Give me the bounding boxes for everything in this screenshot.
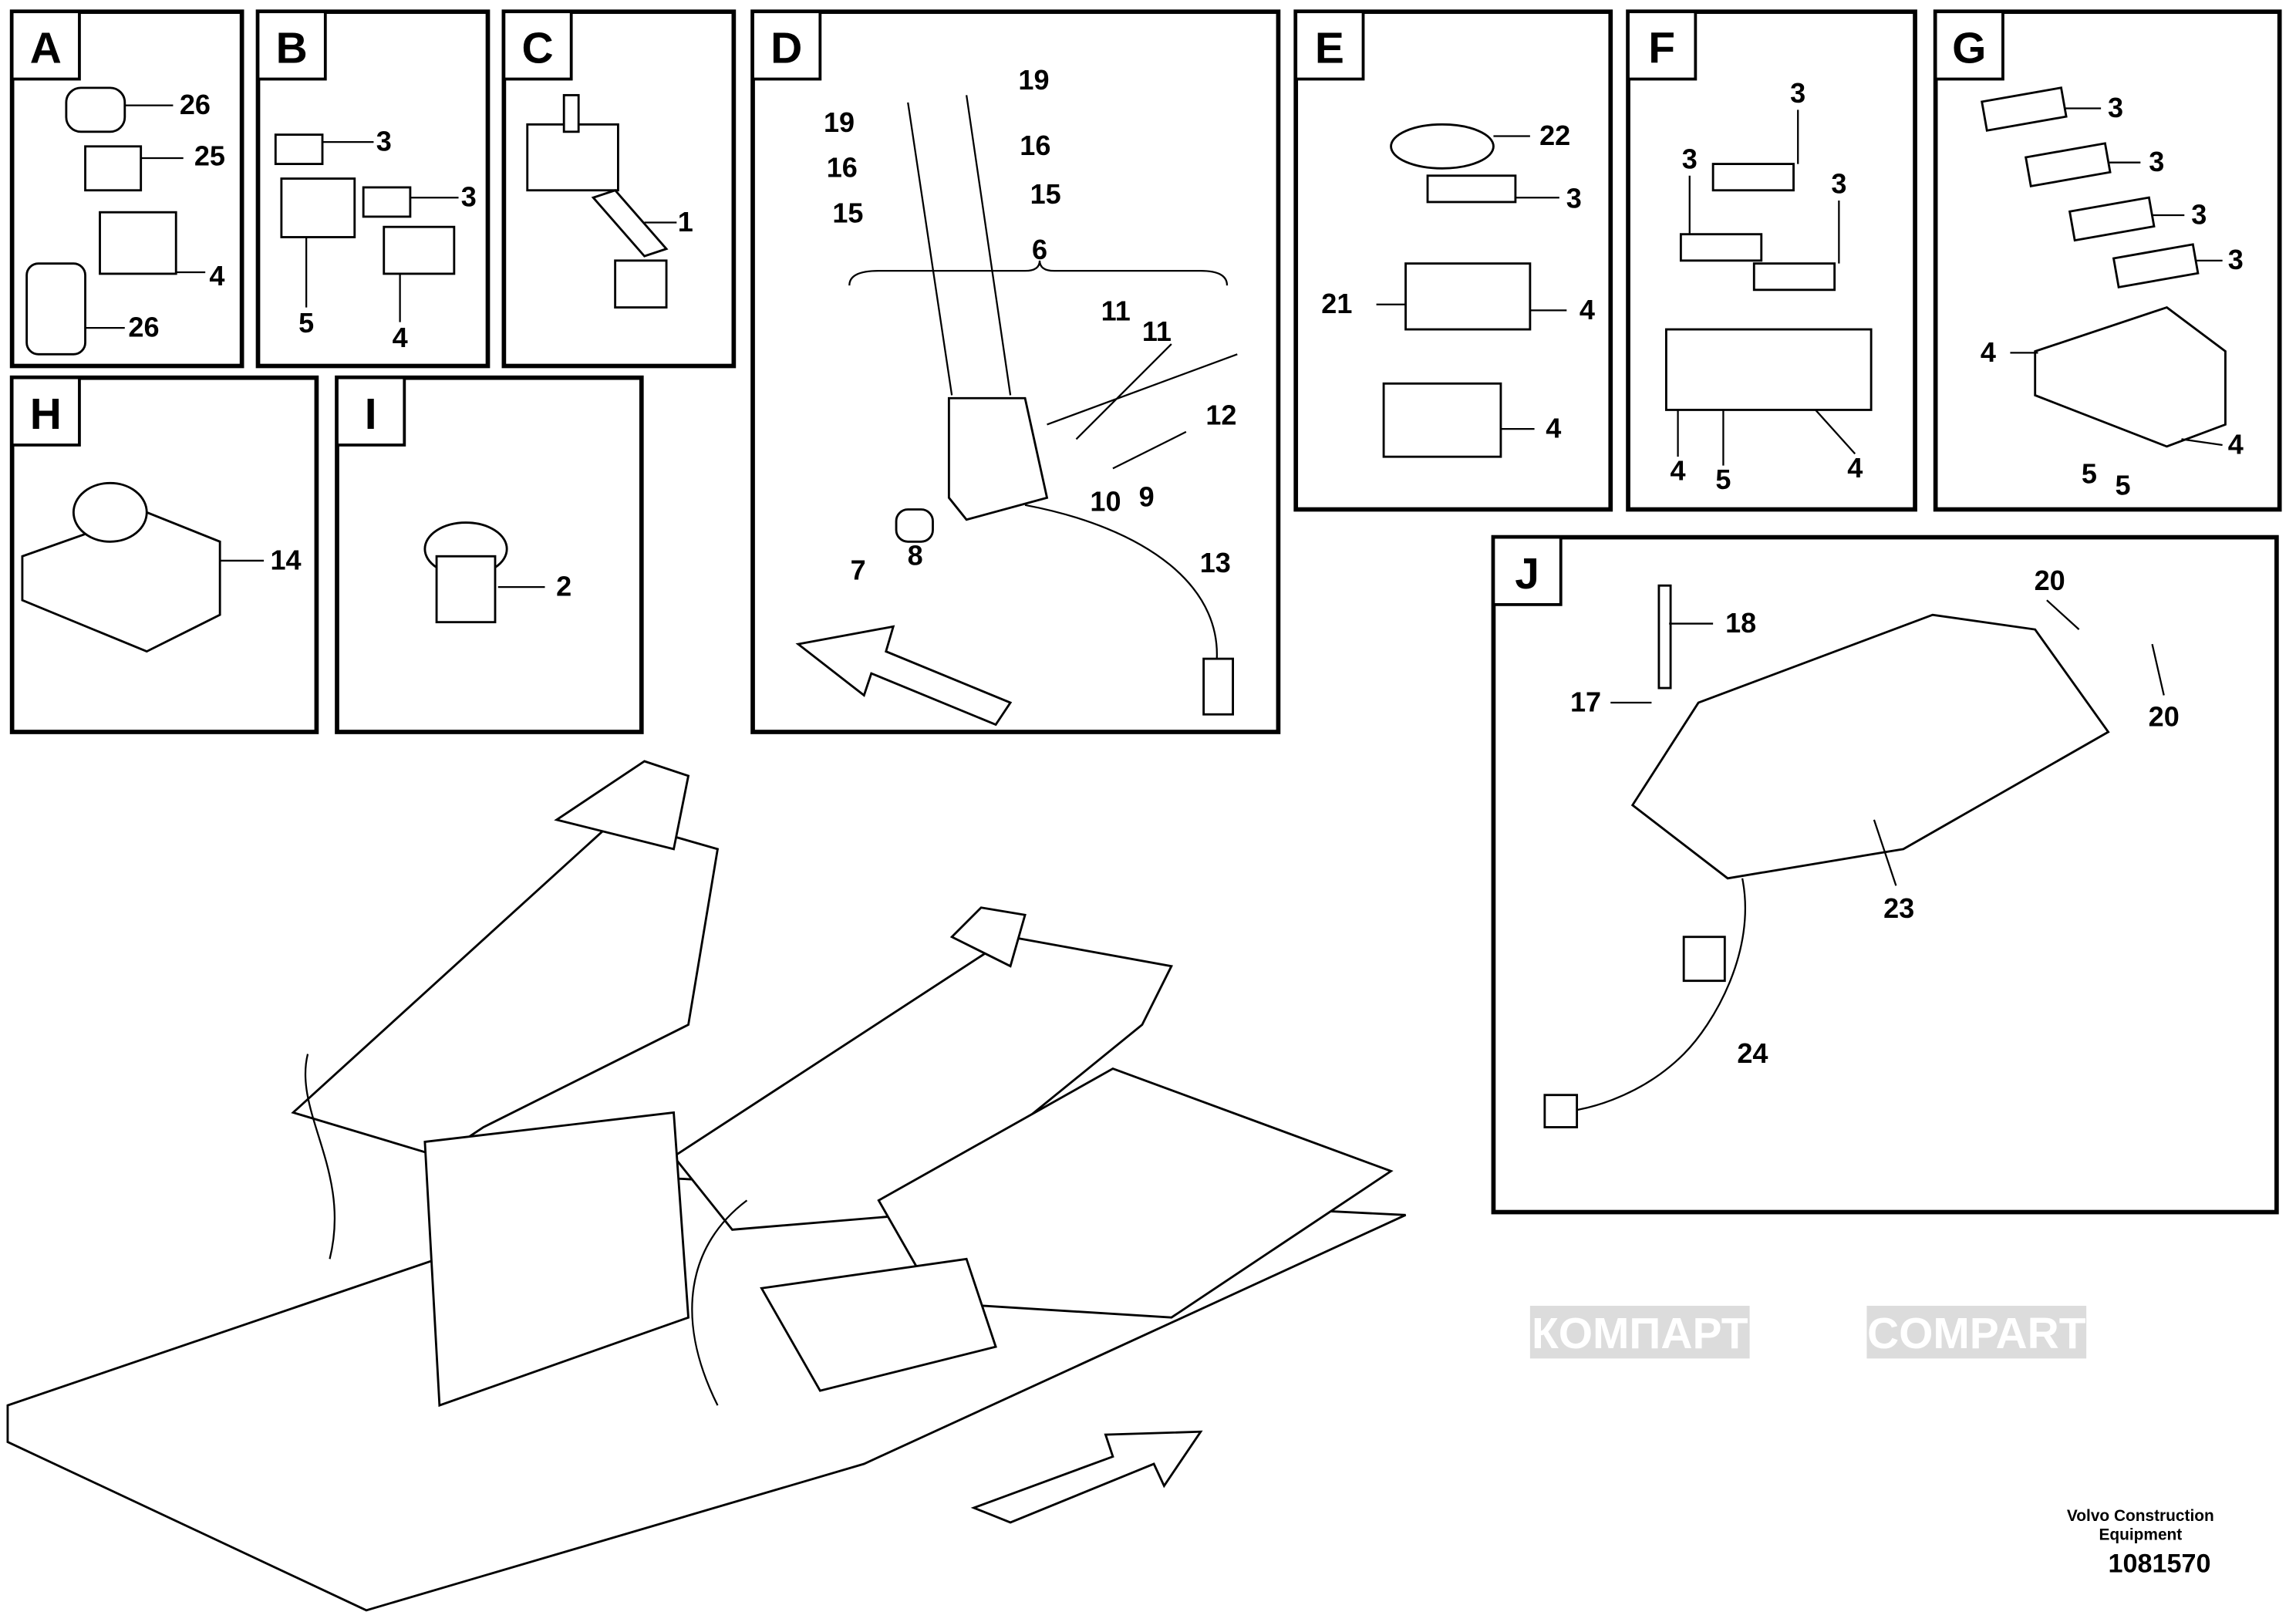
part-callout: 3	[2108, 92, 2123, 123]
part-callout: 3	[2191, 198, 2207, 230]
panel-letter-box	[10, 10, 81, 81]
part-callout: 3	[1682, 143, 1698, 174]
part-callout: 4	[1847, 452, 1863, 484]
part-callout: 13	[1200, 547, 1231, 578]
part-callout: 15	[1030, 178, 1061, 210]
part-callout: 15	[832, 197, 863, 228]
part-callout: 4	[1580, 294, 1595, 325]
part-callout: 7	[851, 555, 866, 586]
main-assembly-drawing	[6, 760, 1407, 1612]
part-callout: 16	[827, 152, 858, 184]
part-callout: 2	[556, 570, 571, 602]
part-callout: 25	[194, 140, 225, 171]
panel-E	[1293, 9, 1613, 512]
part-callout: 14	[271, 544, 302, 575]
panel-letter-c: C	[521, 24, 553, 73]
panel-letter-g: G	[1952, 24, 1986, 73]
panel-letter-b: B	[276, 24, 308, 73]
watermark-layer: КОМПАРТ COMPART	[1529, 1306, 2087, 1359]
direction-arrow	[795, 625, 1013, 727]
part-callout: 12	[1205, 399, 1236, 430]
panel-A	[9, 9, 244, 369]
part-callout: 21	[1321, 288, 1352, 319]
panel-letter-box	[256, 10, 327, 81]
panel-letter-i: I	[365, 389, 377, 439]
panel-letter-box	[502, 10, 573, 81]
part-callout: 24	[1737, 1037, 1768, 1069]
panel-letter-d: D	[770, 24, 802, 73]
panel-letter-box	[10, 376, 81, 447]
part-callout: 16	[1020, 130, 1050, 161]
watermark: COMPART	[1866, 1306, 2087, 1359]
company-name-line2: Equipment	[2099, 1526, 2182, 1544]
panel-letter-box	[1492, 535, 1563, 606]
part-callout: 11	[1142, 315, 1172, 347]
part-callout: 3	[461, 181, 477, 213]
part-callout: 8	[908, 540, 923, 572]
part-callout: 11	[1101, 295, 1131, 327]
watermark-text: COMPART	[1867, 1309, 2086, 1358]
panel-G	[1933, 9, 2282, 512]
panel-letter-box	[751, 10, 822, 81]
part-callout: 5	[298, 307, 314, 339]
drawing-number: 1081570	[2109, 1549, 2211, 1578]
panel-letter-h: H	[30, 389, 62, 439]
panel-F	[1626, 9, 1917, 512]
part-callout: 4	[1546, 413, 1561, 444]
part-callout: 19	[824, 106, 855, 138]
direction-arrow	[970, 1430, 1203, 1524]
watermark: КОМПАРТ	[1529, 1306, 1750, 1359]
panel-letter-f: F	[1648, 24, 1675, 73]
part-callout: 9	[1139, 481, 1155, 513]
part-callout: 10	[1090, 485, 1121, 517]
watermark-text: КОМПАРТ	[1532, 1309, 1748, 1358]
part-callout: 1	[678, 206, 693, 238]
company-name-line1: Volvo Construction	[2067, 1507, 2214, 1525]
part-callout: 26	[180, 89, 211, 120]
part-callout: 6	[1032, 234, 1047, 265]
panel-letter-a: A	[30, 24, 62, 73]
part-callout: 3	[1790, 77, 1805, 109]
part-callout: 5	[2116, 470, 2131, 501]
part-callout: 4	[209, 260, 224, 292]
part-callout: 23	[1883, 892, 1914, 924]
part-callout: 3	[1566, 183, 1582, 214]
part-callout: 4	[393, 322, 408, 353]
panel-letter-box	[1627, 10, 1698, 81]
part-callout: 3	[2228, 244, 2244, 275]
panel-I	[335, 375, 644, 734]
part-callout: 17	[1570, 686, 1601, 717]
part-callout: 26	[128, 312, 159, 343]
part-callout: 4	[1671, 455, 1686, 487]
part-callout: 3	[2149, 146, 2164, 177]
part-callout: 19	[1018, 64, 1049, 96]
part-callout: 5	[2082, 457, 2097, 489]
part-callout: 3	[1831, 168, 1846, 200]
part-callout: 3	[376, 125, 392, 157]
panel-letter-j: J	[1515, 549, 1539, 599]
panel-H	[9, 375, 319, 734]
part-callout: 20	[2149, 700, 2180, 732]
footer: Volvo Construction Equipment 1081570	[2067, 1507, 2214, 1578]
part-callout: 4	[2228, 428, 2244, 460]
part-callout: 18	[1725, 607, 1756, 639]
part-callout: 20	[2035, 565, 2065, 596]
panel-letter-box	[335, 376, 406, 447]
panel-letter-box	[1934, 10, 2004, 81]
panel-J	[1491, 534, 2279, 1215]
part-callout: 22	[1539, 120, 1570, 151]
part-callout: 4	[1981, 336, 1996, 368]
panel-D	[750, 9, 1281, 734]
panel-letter-box	[1294, 10, 1365, 81]
part-callout: 5	[1715, 464, 1731, 495]
panel-letter-e: E	[1315, 24, 1344, 73]
